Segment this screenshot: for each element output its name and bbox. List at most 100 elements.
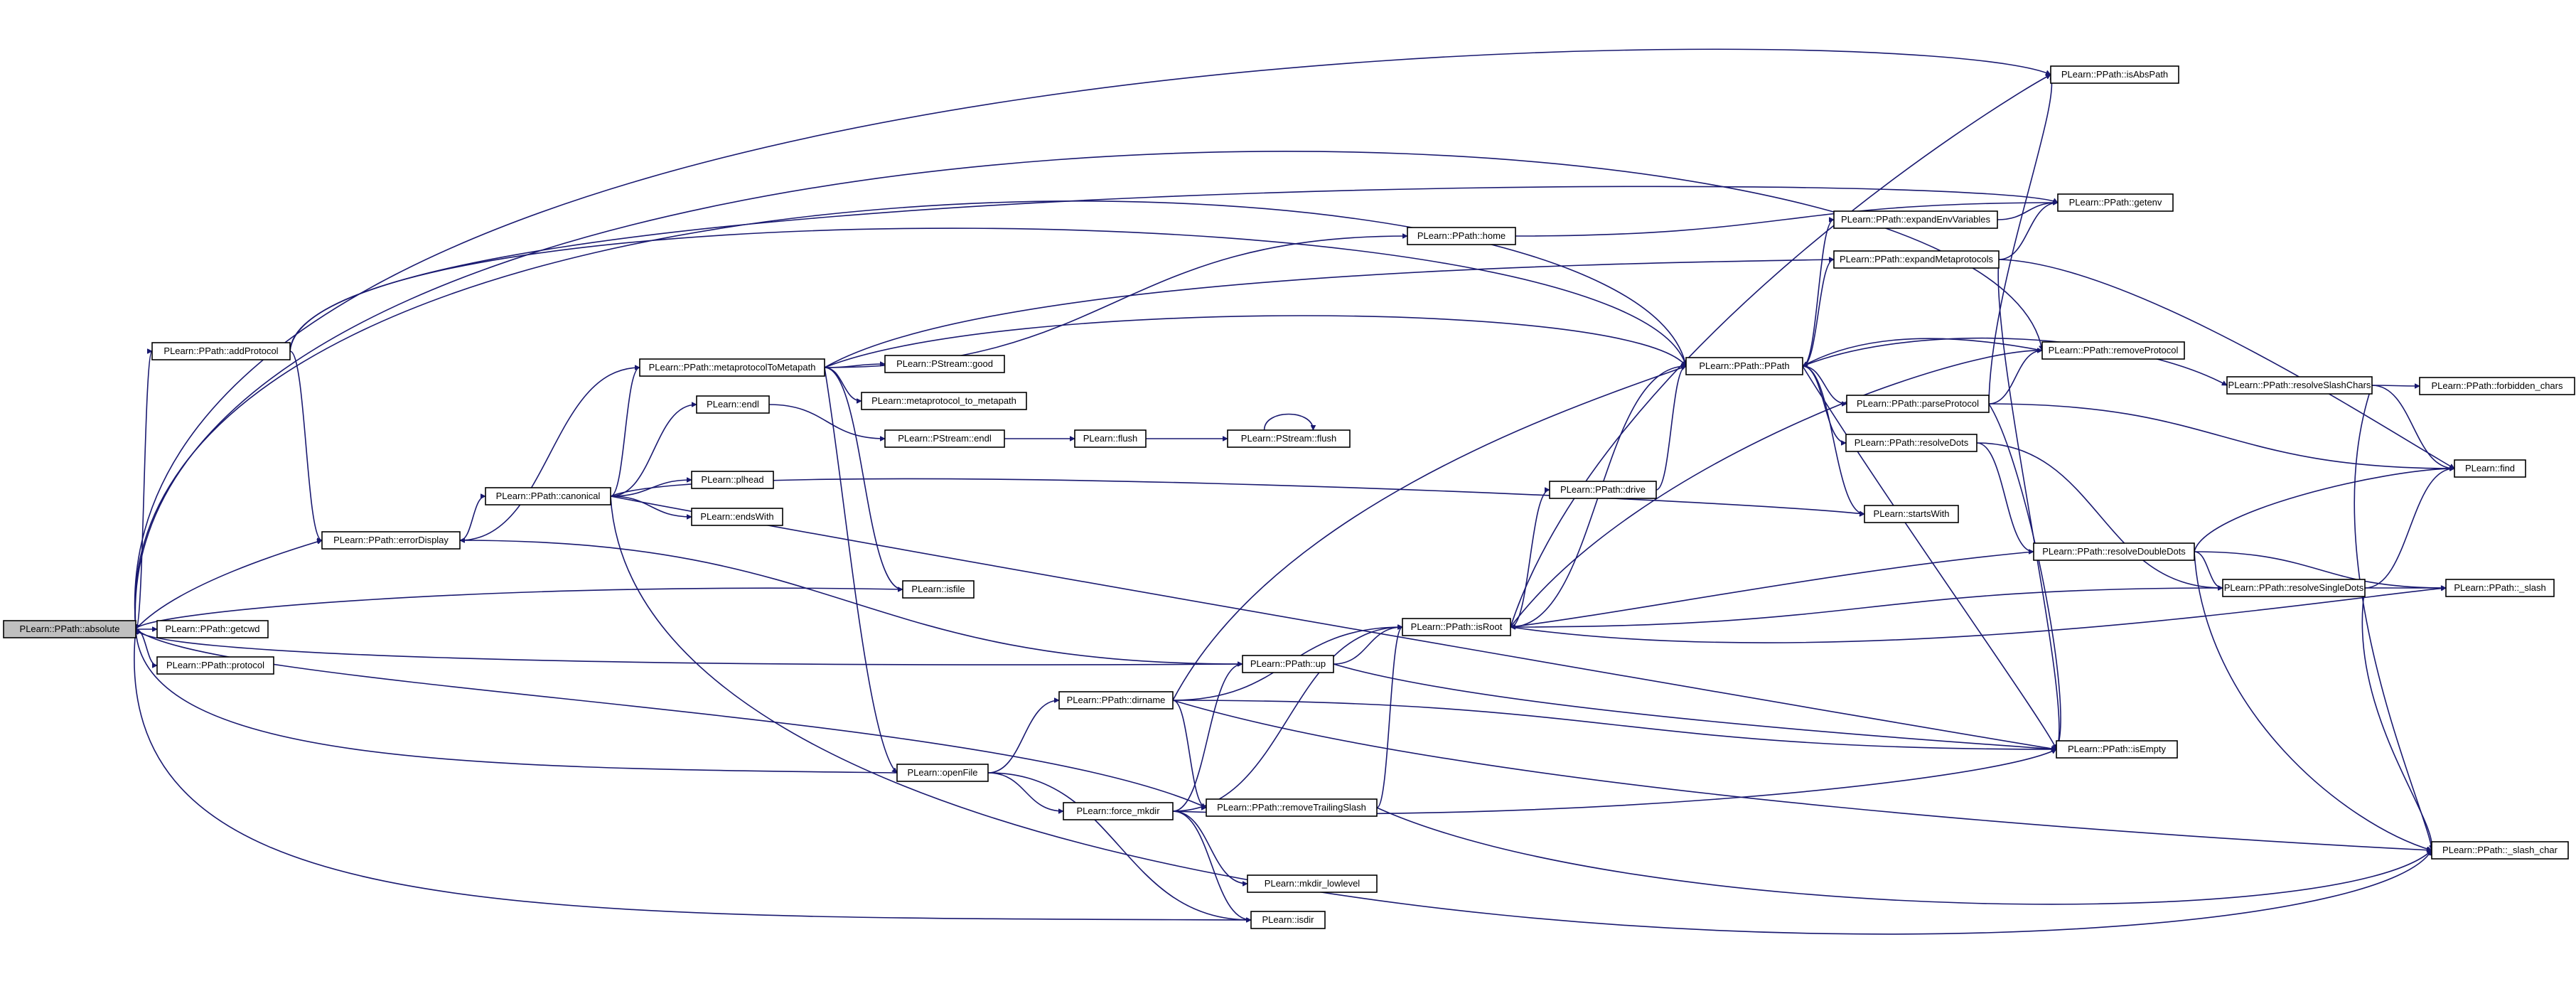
node-box[interactable] [2419, 377, 2575, 395]
node-metaprotocol_to_metapath[interactable]: PLearn::metaprotocol_to_metapath [861, 392, 1027, 410]
node-mkdir_lowlevel[interactable]: PLearn::mkdir_lowlevel [1247, 874, 1378, 893]
node-box[interactable] [2057, 193, 2174, 212]
node-label: PLearn::PPath::protocol [166, 660, 264, 670]
node-forbidden_chars[interactable]: PLearn::PPath::forbidden_chars [2419, 377, 2575, 395]
node-box[interactable] [1250, 911, 1326, 929]
edge-isRoot-to-removeProtocol [1510, 351, 2042, 628]
node-absolute[interactable]: PLearn::PPath::absolute [3, 620, 136, 638]
node-flush[interactable]: PLearn::flush [1074, 429, 1147, 448]
node-box[interactable] [1685, 357, 1803, 375]
node-box[interactable] [1833, 250, 2000, 269]
edge-parseProtocol-to-find [1988, 403, 2454, 469]
node-parseProtocol[interactable]: PLearn::PPath::parseProtocol [1846, 395, 1990, 413]
node-home[interactable]: PLearn::PPath::home [1407, 227, 1516, 245]
node-dirname[interactable]: PLearn::PPath::dirname [1058, 691, 1174, 710]
node-box[interactable] [691, 508, 783, 526]
node-force_mkdir[interactable]: PLearn::force_mkdir [1063, 802, 1174, 820]
node-box[interactable] [2222, 579, 2366, 597]
node-box[interactable] [1063, 802, 1174, 820]
node-startsWith[interactable]: PLearn::startsWith [1864, 505, 1959, 523]
node-label: PLearn::isfile [911, 584, 965, 594]
node-box[interactable] [884, 429, 1005, 448]
node-good[interactable]: PLearn::PStream::good [884, 355, 1005, 373]
node-isEmpty[interactable]: PLearn::PPath::isEmpty [2056, 740, 2178, 759]
node-box[interactable] [156, 656, 274, 675]
node-slash[interactable]: PLearn::PPath::_slash [2445, 579, 2555, 597]
node-box[interactable] [2454, 459, 2526, 478]
edge-parseProtocol-to-removeProtocol [1988, 351, 2043, 405]
node-box[interactable] [1549, 481, 1657, 499]
node-plhead[interactable]: PLearn::plhead [691, 471, 774, 489]
node-getcwd[interactable]: PLearn::PPath::getcwd [156, 620, 269, 638]
node-errorDisplay[interactable]: PLearn::PPath::errorDisplay [321, 531, 461, 550]
node-expandEnvVariables[interactable]: PLearn::PPath::expandEnvVariables [1833, 210, 1998, 229]
node-label: PLearn::PPath::dirname [1067, 695, 1166, 705]
node-box[interactable] [156, 620, 269, 638]
node-box[interactable] [2226, 376, 2373, 395]
node-addProtocol[interactable]: PLearn::PPath::addProtocol [151, 342, 291, 360]
node-slash_char[interactable]: PLearn::PPath::_slash_char [2431, 841, 2569, 860]
edge-endl1-to-pstream_endl [768, 404, 885, 439]
node-box[interactable] [691, 471, 774, 489]
node-label: PLearn::PPath::isAbsPath [2061, 69, 2168, 80]
node-getenv[interactable]: PLearn::PPath::getenv [2057, 193, 2174, 212]
node-resolveSlashChars[interactable]: PLearn::PPath::resolveSlashChars [2226, 376, 2373, 395]
node-isdir[interactable]: PLearn::isdir [1250, 911, 1326, 929]
node-protocol[interactable]: PLearn::PPath::protocol [156, 656, 274, 675]
node-up[interactable]: PLearn::PPath::up [1242, 655, 1334, 673]
node-canonical[interactable]: PLearn::PPath::canonical [485, 487, 611, 505]
node-label: PLearn::PPath::resolveSlashChars [2228, 380, 2371, 390]
node-box[interactable] [151, 342, 291, 360]
node-isRoot[interactable]: PLearn::PPath::isRoot [1402, 618, 1511, 636]
node-box[interactable] [2041, 341, 2185, 360]
node-isfile[interactable]: PLearn::isfile [902, 580, 975, 599]
node-box[interactable] [2056, 740, 2178, 759]
node-box[interactable] [696, 395, 770, 414]
node-box[interactable] [1846, 395, 1990, 413]
node-isAbsPath[interactable]: PLearn::PPath::isAbsPath [2050, 65, 2179, 84]
node-expandMetaprotocols[interactable]: PLearn::PPath::expandMetaprotocols [1833, 250, 2000, 269]
node-find[interactable]: PLearn::find [2454, 459, 2526, 478]
node-pstream_flush[interactable]: PLearn::PStream::flush [1227, 429, 1351, 448]
node-box[interactable] [884, 355, 1005, 373]
node-box[interactable] [1227, 429, 1351, 448]
node-box[interactable] [861, 392, 1027, 410]
node-metaprotocolToMetapath[interactable]: PLearn::PPath::metaprotocolToMetapath [639, 358, 825, 377]
node-removeTrailingSlash[interactable]: PLearn::PPath::removeTrailingSlash [1206, 798, 1378, 817]
node-resolveDots[interactable]: PLearn::PPath::resolveDots [1845, 434, 1977, 452]
node-box[interactable] [1833, 210, 1998, 229]
node-box[interactable] [1845, 434, 1977, 452]
node-box[interactable] [1407, 227, 1516, 245]
edge-pstream_flush-to-pstream_flush [1263, 413, 1314, 431]
node-box[interactable] [1247, 874, 1378, 893]
node-box[interactable] [896, 764, 989, 782]
node-label: PLearn::PPath::drive [1560, 484, 1646, 495]
node-resolveDoubleDots[interactable]: PLearn::PPath::resolveDoubleDots [2033, 542, 2195, 561]
node-openFile[interactable]: PLearn::openFile [896, 764, 989, 782]
node-endl1[interactable]: PLearn::endl [696, 395, 770, 414]
edge-PPath-to-resolveSlashChars [1802, 337, 2227, 386]
node-drive[interactable]: PLearn::PPath::drive [1549, 481, 1657, 499]
edge-resolveDoubleDots-to-resolveSingleDots [2194, 551, 2223, 588]
node-endsWith[interactable]: PLearn::endsWith [691, 508, 783, 526]
node-box[interactable] [1242, 655, 1334, 673]
node-box[interactable] [1864, 505, 1959, 523]
node-PPath[interactable]: PLearn::PPath::PPath [1685, 357, 1803, 375]
node-box[interactable] [1074, 429, 1147, 448]
node-label: PLearn::PPath::getenv [2069, 197, 2162, 208]
node-box[interactable] [639, 358, 825, 377]
node-removeProtocol[interactable]: PLearn::PPath::removeProtocol [2041, 341, 2185, 360]
node-box[interactable] [2050, 65, 2179, 84]
node-box[interactable] [321, 531, 461, 550]
node-box[interactable] [1058, 691, 1174, 710]
node-box[interactable] [2033, 542, 2195, 561]
node-resolveSingleDots[interactable]: PLearn::PPath::resolveSingleDots [2222, 579, 2366, 597]
node-box[interactable] [3, 620, 136, 638]
node-box[interactable] [1206, 798, 1378, 817]
node-box[interactable] [2431, 841, 2569, 860]
node-box[interactable] [902, 580, 975, 599]
node-pstream_endl[interactable]: PLearn::PStream::endl [884, 429, 1005, 448]
node-box[interactable] [485, 487, 611, 505]
node-box[interactable] [2445, 579, 2555, 597]
node-box[interactable] [1402, 618, 1511, 636]
